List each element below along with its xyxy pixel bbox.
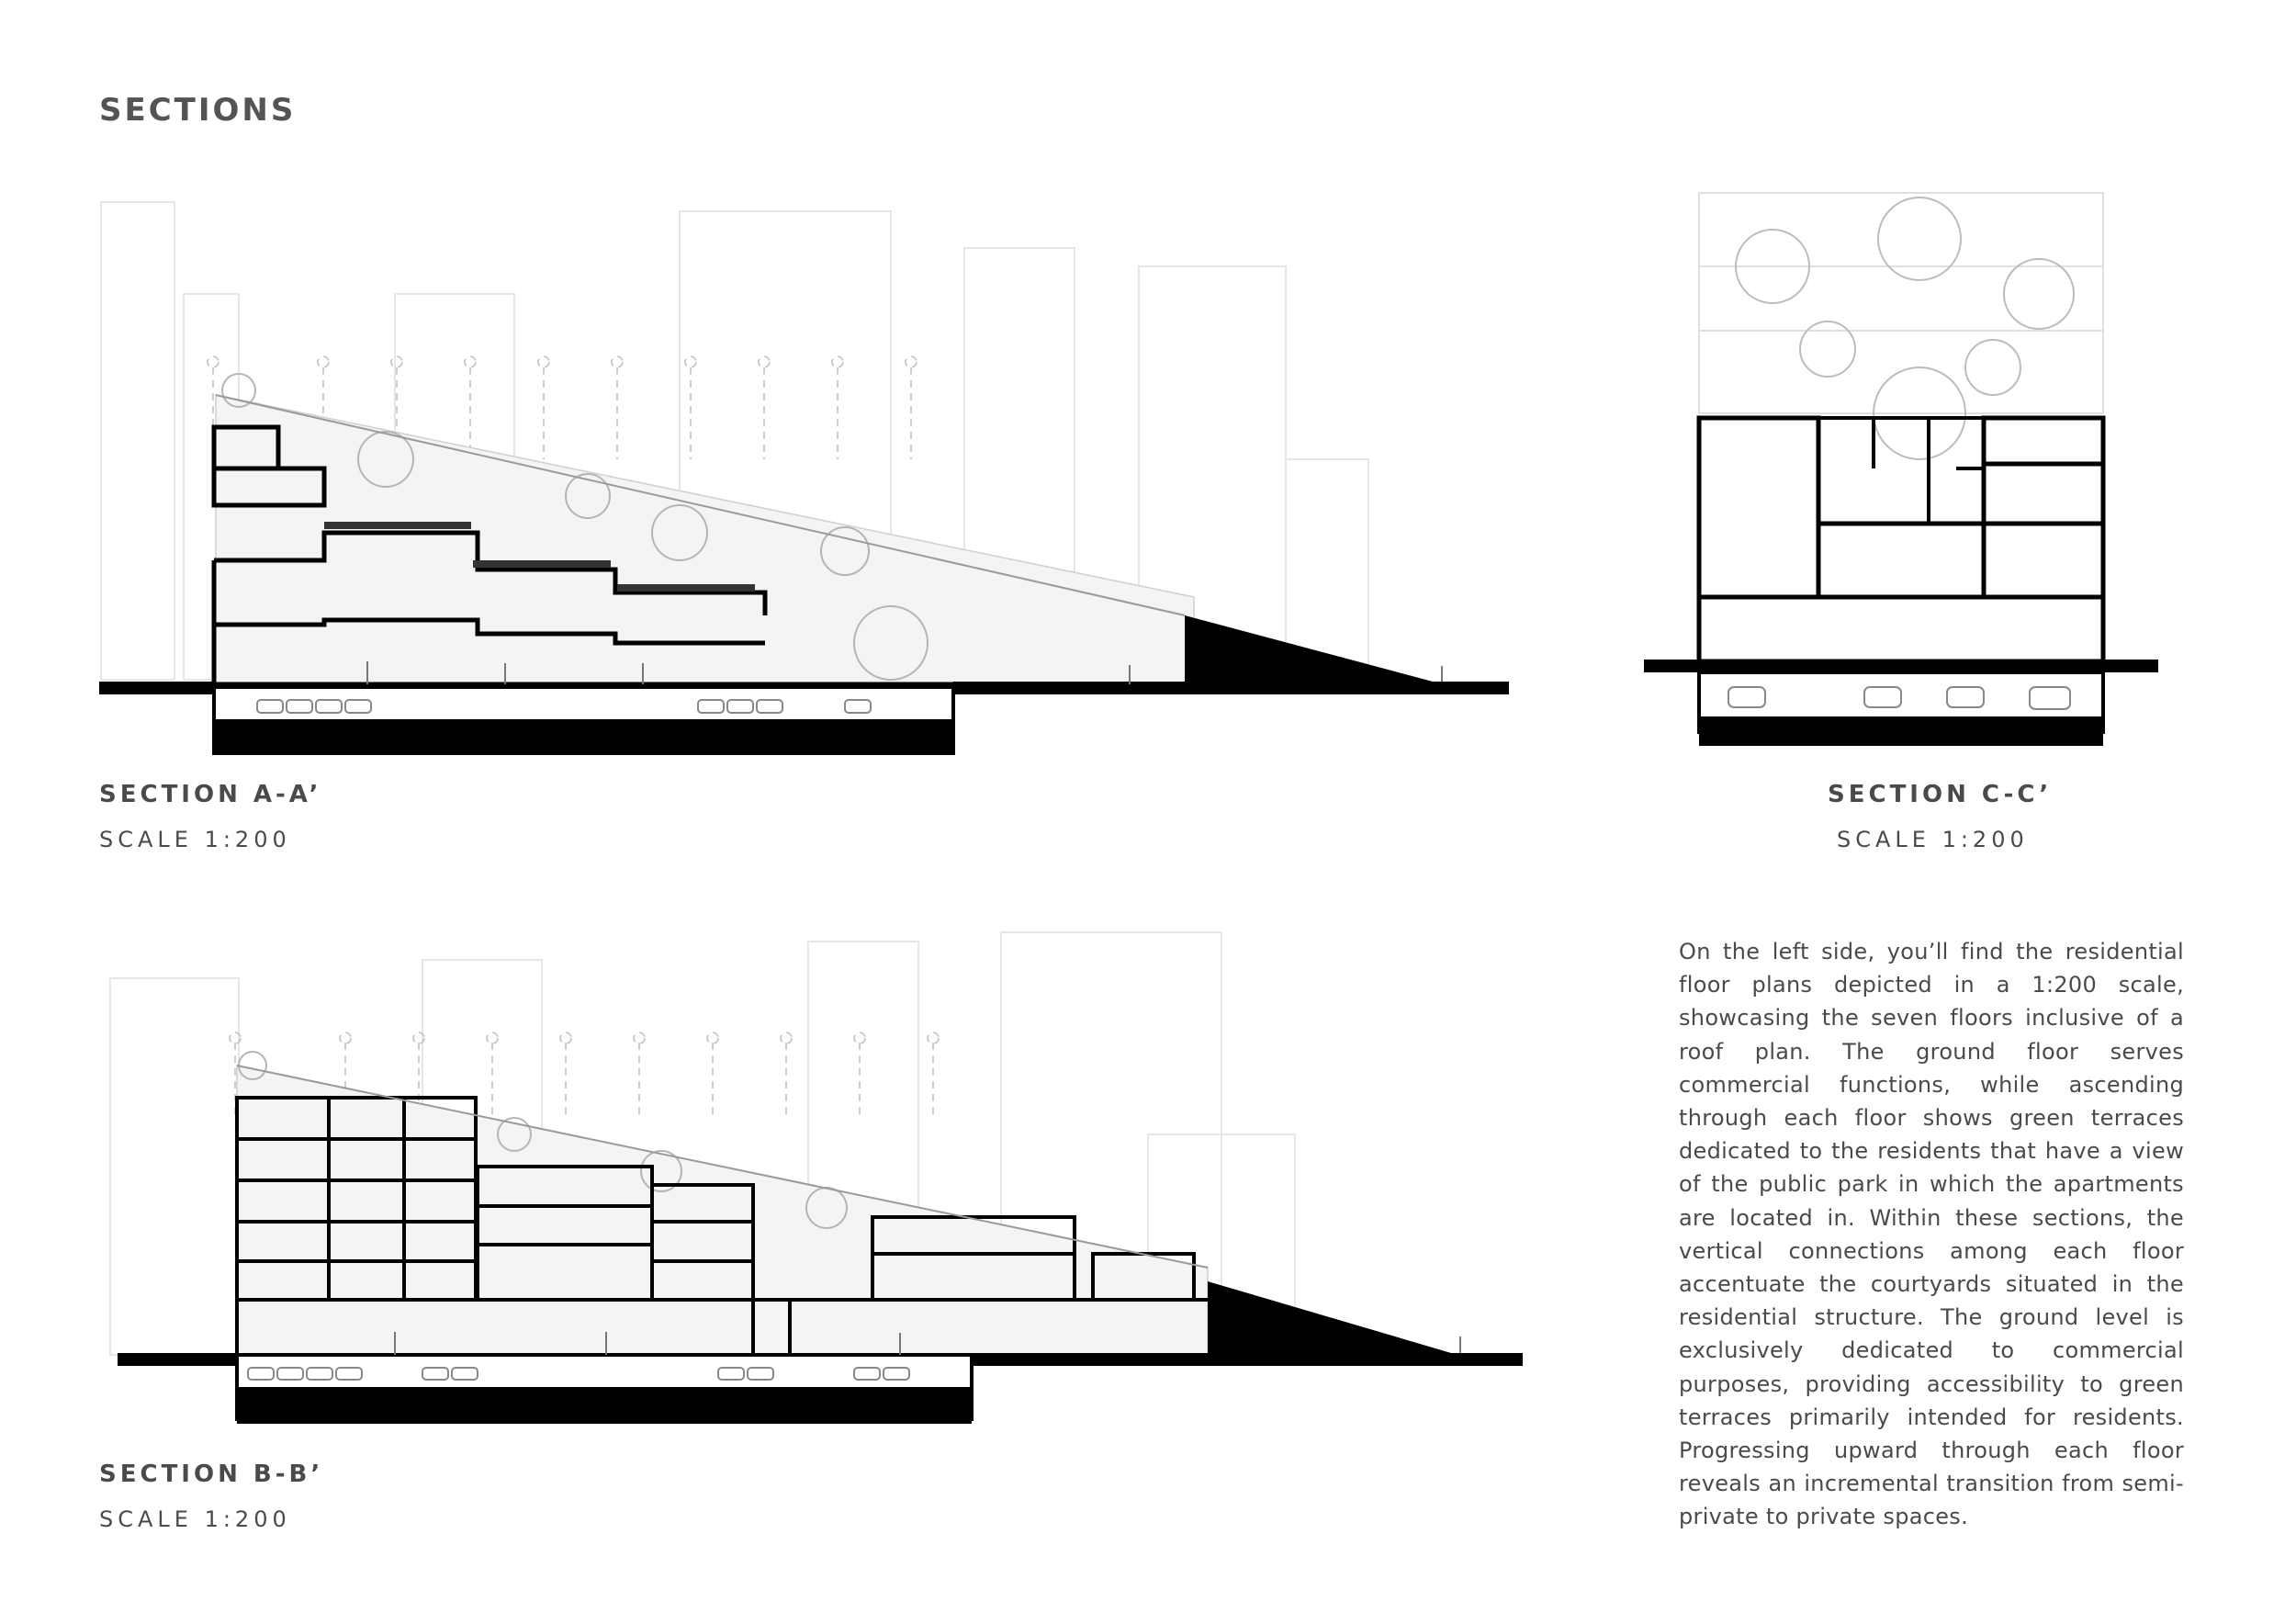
section-aa-title: SECTION A-A’ (99, 781, 322, 808)
ground-line (1644, 660, 2158, 672)
page-title: SECTIONS (99, 92, 297, 129)
basement-slab (1699, 716, 2103, 746)
parked-cars (1728, 686, 2071, 710)
ground-line-left (99, 682, 216, 694)
section-bb-title: SECTION B-B’ (99, 1460, 324, 1488)
ground-line-left (118, 1353, 239, 1366)
grid-axes (229, 1032, 940, 1116)
people-figures (394, 1332, 1461, 1355)
parked-cars (247, 1367, 910, 1381)
parked-cars (256, 699, 872, 714)
ramp-wedge (1185, 615, 1433, 682)
terrace-trees (221, 373, 929, 681)
project-description: On the left side, you’ll find the reside… (1679, 939, 2184, 1530)
upper-ghost-structure (1698, 192, 2104, 414)
ramp-wedge (1208, 1281, 1451, 1353)
roof-slope-envelope (236, 1065, 1209, 1356)
section-aa-drawing (99, 201, 1509, 755)
pitched-roof-line (215, 394, 1186, 616)
people-figures (366, 661, 1443, 684)
canopy-trees (1735, 197, 2075, 460)
courtyard-walls (1872, 418, 1984, 524)
ground-line-right (972, 1353, 1523, 1366)
section-cc-title: SECTION C-C’ (1828, 781, 2053, 808)
section-aa-scale: SCALE 1:200 (99, 827, 291, 852)
section-cc-drawing (1644, 192, 2158, 746)
basement-slab (237, 1387, 972, 1424)
apartment-blocks (235, 1096, 1208, 1302)
section-bb-scale: SCALE 1:200 (99, 1506, 291, 1532)
pitched-roof-line (236, 1065, 1209, 1269)
section-bb-drawing (109, 931, 1523, 1424)
grid-axes (207, 355, 917, 459)
terrace-planters (324, 522, 755, 592)
commercial-floor (1696, 594, 2106, 664)
floor-slabs (211, 424, 955, 687)
structure-lines (235, 1300, 792, 1355)
section-cc-scale: SCALE 1:200 (1837, 827, 2029, 852)
ground-line-right (953, 682, 1509, 694)
basement-slab (214, 719, 953, 753)
